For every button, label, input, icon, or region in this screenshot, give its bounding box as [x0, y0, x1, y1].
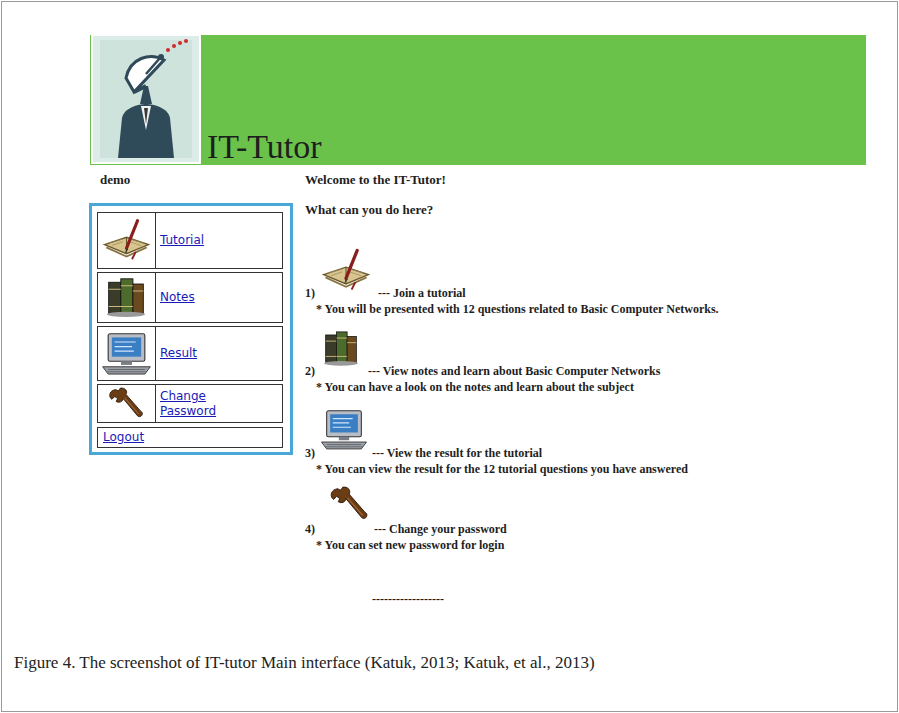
feature-title: --- Join a tutorial — [378, 286, 466, 301]
user-name: demo — [100, 172, 130, 188]
logout-item: Logout — [97, 427, 283, 448]
menu-icons — [103, 221, 151, 417]
menu-link: Logout — [103, 430, 144, 444]
feature-title: --- View notes and learn about Basic Com… — [368, 364, 660, 379]
list-number: 2) — [305, 364, 315, 379]
menu-item: Tutorial — [97, 212, 283, 269]
feature-note: * You can set new password for login — [316, 538, 504, 553]
menu-panel — [91, 205, 292, 454]
menu-item: Notes — [97, 272, 283, 323]
header-band — [90, 35, 866, 165]
welcome-heading: Welcome to the IT-Tutor! — [305, 172, 446, 188]
feature-note: * You will be presented with 12 question… — [316, 302, 719, 317]
menu-link: Result — [160, 346, 197, 360]
separator-line: ------------------ — [372, 592, 444, 607]
menu-icon-cells — [98, 213, 156, 423]
list-number: 1) — [305, 286, 315, 301]
site-title: IT-Tutor — [207, 128, 322, 165]
list-number: 4) — [305, 522, 315, 537]
menu-item: Result — [97, 326, 283, 381]
menu-link: Change Password — [160, 389, 232, 418]
menu-link: Tutorial — [160, 233, 204, 247]
menu-item: Change Password — [97, 384, 283, 423]
feature-title: --- Change your password — [374, 522, 507, 537]
feature-title: --- View the result for the tutorial — [372, 446, 542, 461]
figure-caption: Figure 4. The screenshot of IT-tutor Mai… — [14, 652, 884, 674]
list-number: 3) — [305, 446, 315, 461]
menu-link: Notes — [160, 290, 195, 304]
section-heading: What can you do here? — [305, 202, 433, 218]
logo-picture — [92, 35, 200, 163]
feature-note: * You can view the result for the 12 tut… — [316, 462, 688, 477]
feature-note: * You can have a look on the notes and l… — [316, 380, 634, 395]
header-banner: IT-Tutor — [90, 35, 866, 165]
